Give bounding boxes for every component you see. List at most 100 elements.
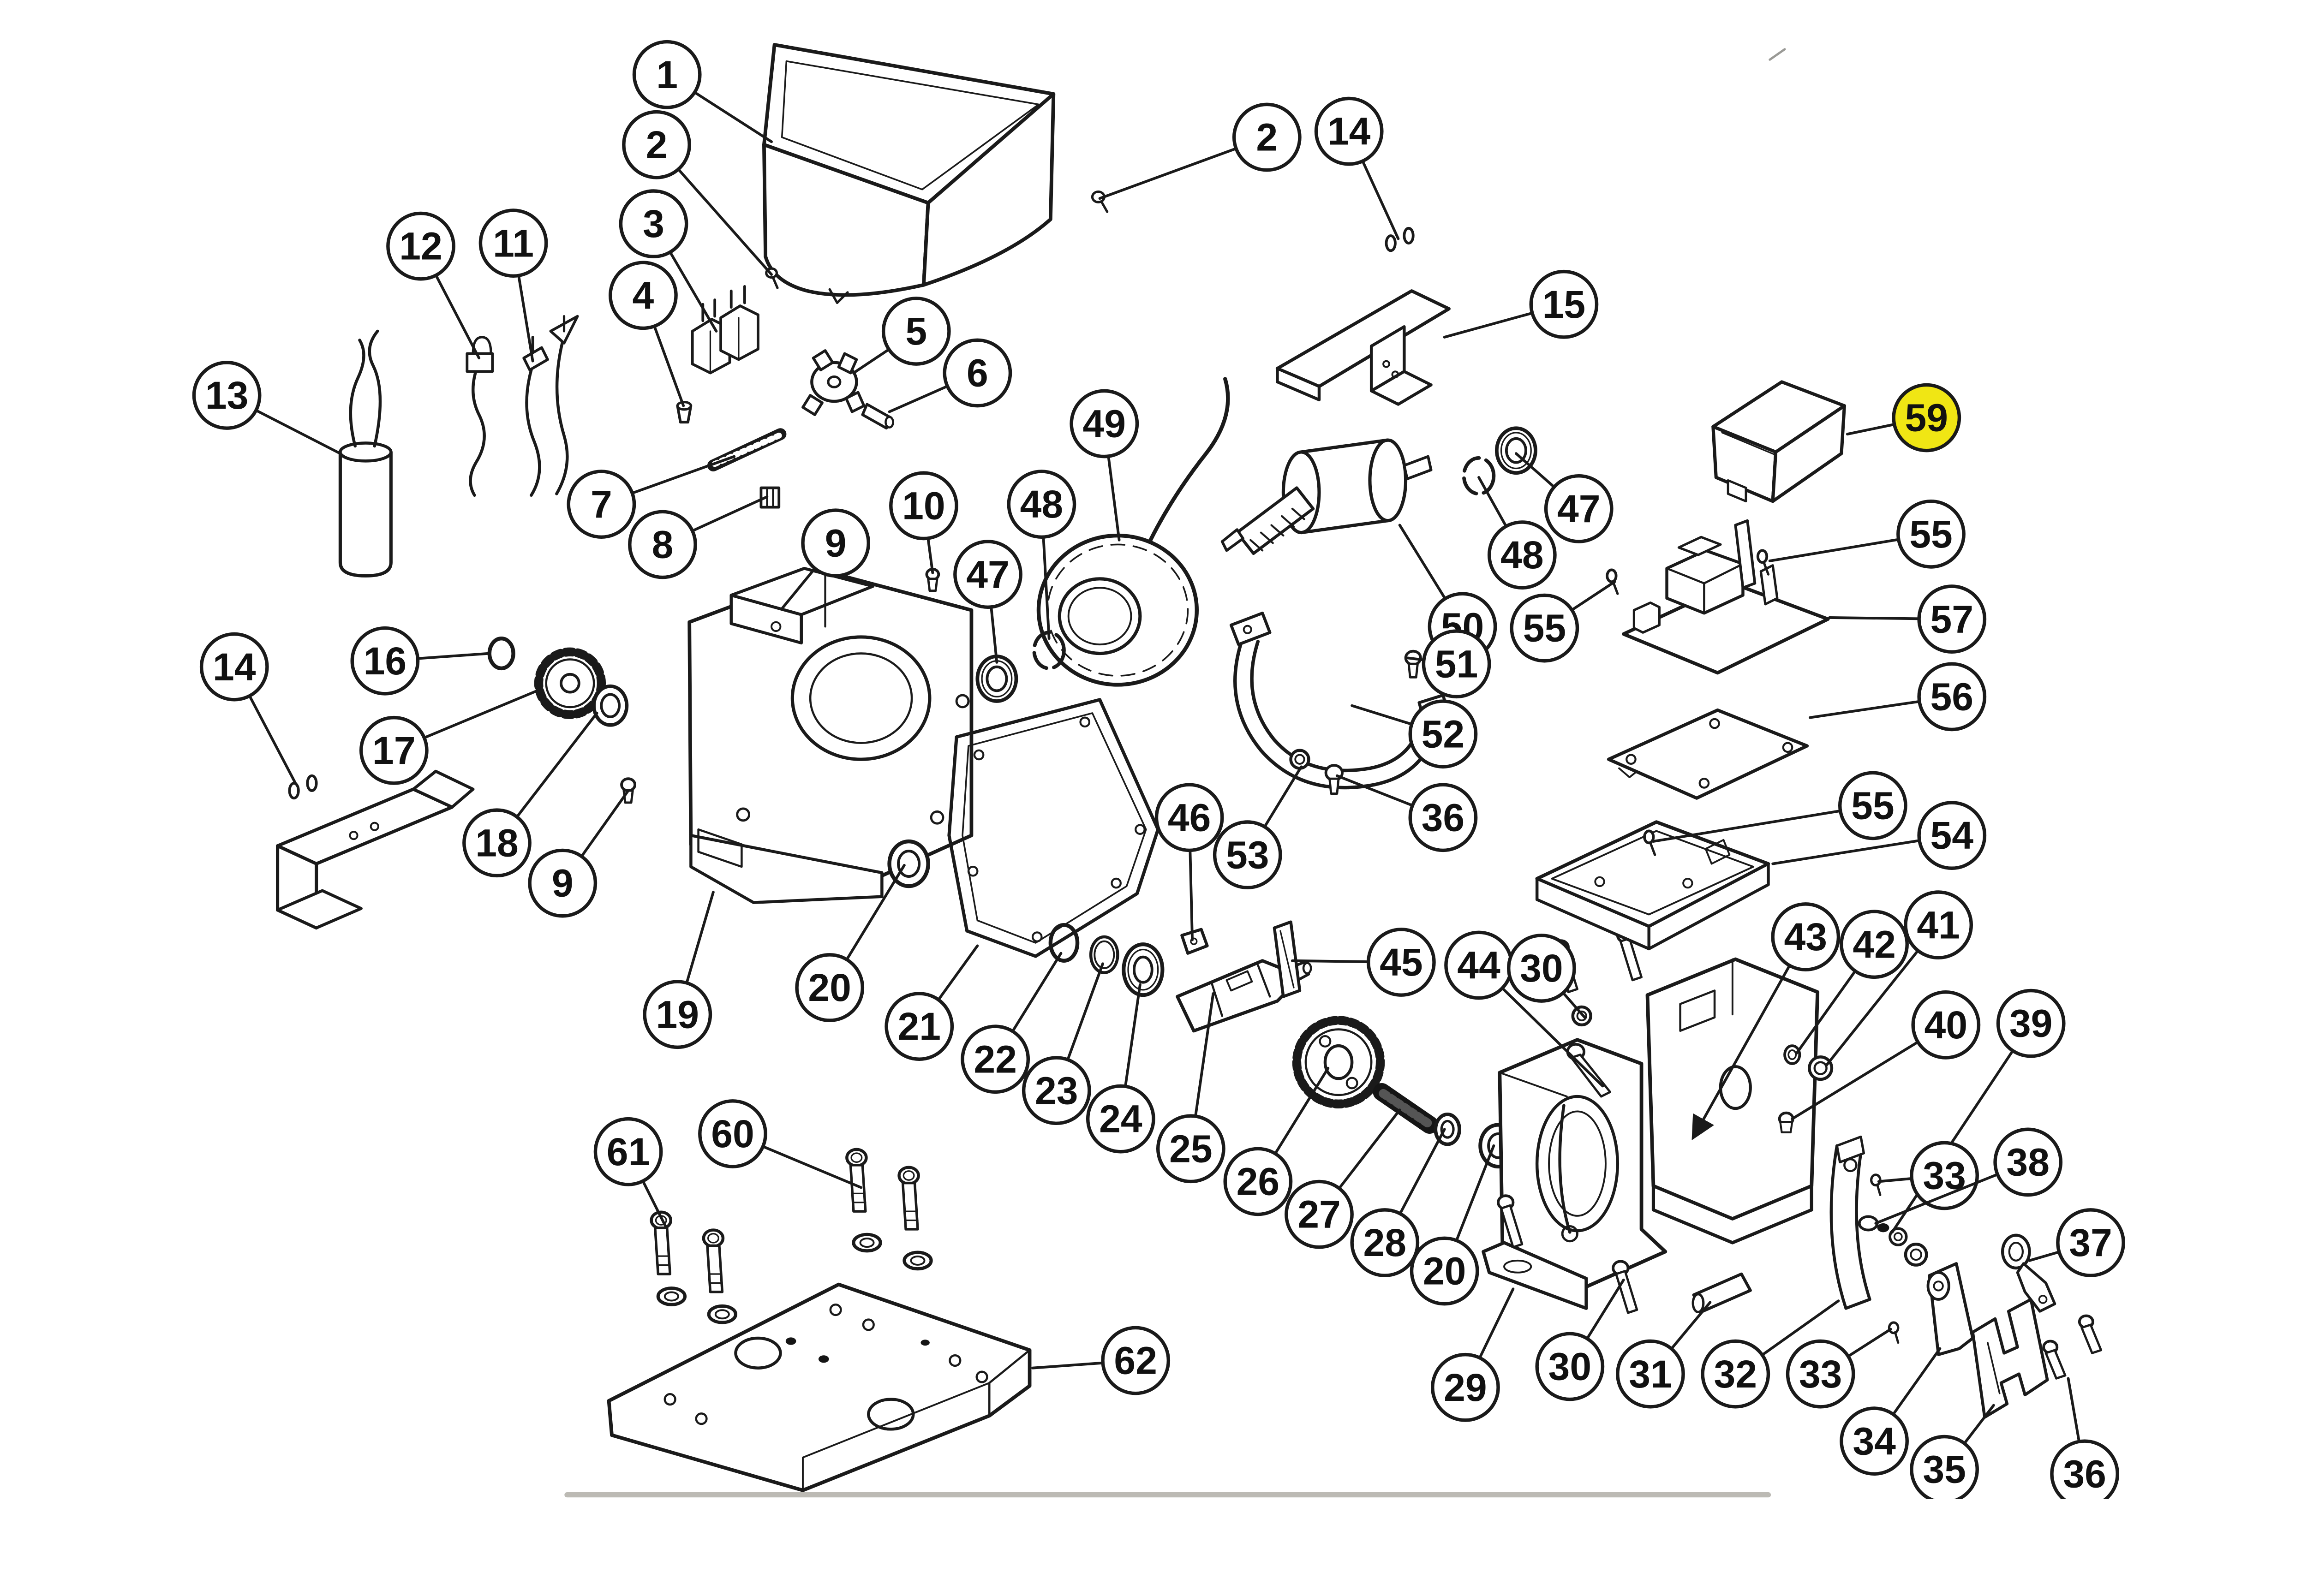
callout-circle <box>801 508 870 578</box>
limit-switch-cam <box>801 349 866 417</box>
part-number: 44 <box>1457 944 1500 987</box>
leader-line <box>1361 160 1400 240</box>
washers-nuts-38-39 <box>1858 1215 1928 1267</box>
callout-61: 61 <box>593 1117 667 1228</box>
callout-circle <box>1408 699 1478 769</box>
callout-38: 38 <box>1874 1127 2063 1225</box>
callout-circle <box>1007 470 1076 539</box>
part-number: 54 <box>1930 814 1974 857</box>
leader-line <box>2067 1377 2080 1443</box>
callout-circle <box>1232 102 1302 172</box>
part-number: 46 <box>1168 796 1211 839</box>
wires <box>466 315 579 497</box>
callout-circle <box>567 470 636 539</box>
part-number: 20 <box>1423 1250 1466 1293</box>
small-cover-59 <box>1711 380 1846 503</box>
callout-28: 28 <box>1350 1128 1446 1277</box>
callout-43: 43 <box>1691 902 1841 1141</box>
callout-7: 7 <box>567 455 736 539</box>
leader-line <box>1189 849 1194 941</box>
callout-27: 27 <box>1285 1108 1401 1249</box>
leader-line <box>1338 1108 1401 1190</box>
callout-circle <box>961 1024 1030 1094</box>
button-40 <box>1778 1111 1794 1133</box>
callout-circle <box>1410 1236 1479 1306</box>
callout-circle <box>1840 1406 1909 1476</box>
part-number: 33 <box>1799 1352 1842 1396</box>
bolts-washers-60 <box>845 1148 933 1271</box>
motor-support-housing <box>1482 1038 1667 1310</box>
leader-line <box>1828 616 1921 620</box>
callout-2: 2 <box>622 110 773 276</box>
part-number: 15 <box>1542 283 1586 326</box>
part-number: 5 <box>905 310 927 353</box>
leader-line <box>254 409 342 455</box>
callout-circle <box>1910 1435 1979 1500</box>
callout-55: 55 <box>1510 580 1616 663</box>
leader-line <box>1795 970 1857 1055</box>
part-number: 43 <box>1784 915 1828 959</box>
callout-36: 36 <box>1335 774 1478 852</box>
part-number: 37 <box>2069 1221 2112 1264</box>
screw-36-mid <box>1324 764 1344 795</box>
callout-4: 4 <box>609 261 685 407</box>
callout-53: 53 <box>1213 765 1303 890</box>
callout-circle <box>643 980 712 1049</box>
callout-25: 25 <box>1156 992 1225 1184</box>
leader-line <box>248 694 297 785</box>
callout-circle <box>1431 1352 1500 1422</box>
nut-53 <box>1289 749 1310 770</box>
callout-circle <box>1101 1326 1171 1395</box>
part-number: 41 <box>1917 903 1960 947</box>
callout-circle <box>359 715 429 785</box>
leader-line <box>1570 580 1616 612</box>
callout-circle <box>1993 1127 2063 1197</box>
callout-circle <box>1838 771 1907 840</box>
callout-circle <box>1070 389 1139 459</box>
part-number: 6 <box>967 351 988 395</box>
callout-circle <box>1840 910 1909 979</box>
part-number: 25 <box>1169 1127 1213 1170</box>
main-cover <box>762 43 1056 304</box>
leader-line <box>1107 455 1121 542</box>
callout-circle <box>199 632 269 702</box>
callout-8: 8 <box>628 495 769 579</box>
part-number: 30 <box>1548 1345 1592 1388</box>
leader-line <box>2028 1251 2061 1262</box>
worm-spring <box>1373 1083 1439 1134</box>
callout-2: 2 <box>1098 102 1302 200</box>
callout-44: 44 <box>1444 930 1604 1088</box>
pinion-gear-17 <box>534 647 606 719</box>
release-lever-34 <box>1926 1262 1974 1356</box>
leader-line <box>1194 992 1215 1118</box>
callout-32: 32 <box>1701 1299 1840 1409</box>
part-number: 61 <box>607 1130 650 1173</box>
callout-circle <box>350 626 420 696</box>
part-number: 10 <box>902 484 945 527</box>
callout-circle <box>1535 1332 1605 1401</box>
part-number: 48 <box>1020 482 1064 526</box>
output-shaft <box>1176 959 1312 1033</box>
callout-24: 24 <box>1086 983 1155 1154</box>
o-ring-22 <box>1048 923 1080 963</box>
callout-circle <box>1904 890 1973 960</box>
stator <box>1036 377 1230 687</box>
release-housing <box>1645 957 1820 1245</box>
circlip-48-right <box>1462 456 1496 496</box>
callout-circle <box>2056 1208 2125 1277</box>
leader-line <box>1691 964 1791 1141</box>
callout-13: 13 <box>192 361 342 455</box>
part-number: 62 <box>1114 1339 1157 1382</box>
part-number: 47 <box>1557 487 1601 530</box>
part-number: 18 <box>475 821 519 864</box>
part-number: 13 <box>205 374 249 417</box>
leader-line <box>852 348 891 375</box>
callout-36: 36 <box>2050 1377 2119 1500</box>
callout-48: 48 <box>1007 470 1076 640</box>
leader-line <box>1351 704 1413 726</box>
leader-line <box>1477 476 1508 528</box>
callout-33: 33 <box>1877 1141 1979 1210</box>
leader-line <box>761 1145 863 1189</box>
